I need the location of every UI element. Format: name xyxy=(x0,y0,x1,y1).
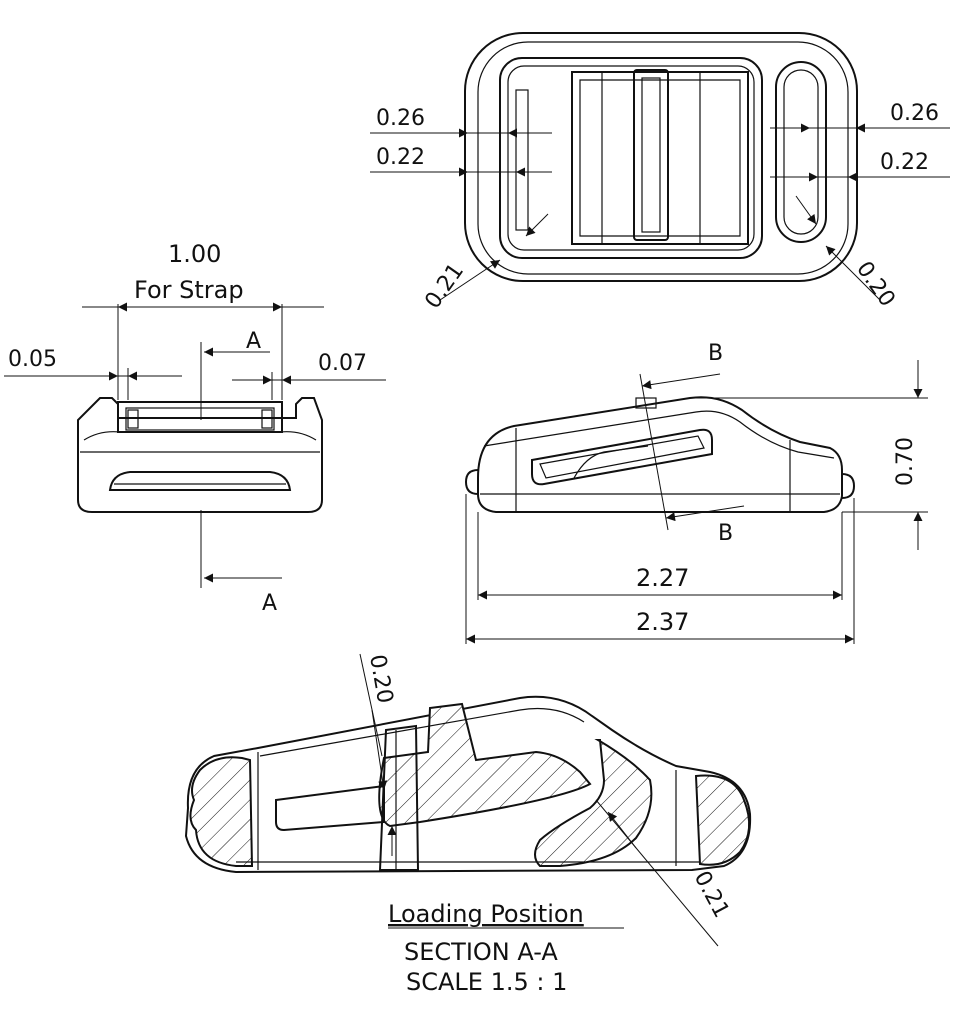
caption-scale: SCALE 1.5 : 1 xyxy=(406,968,567,996)
caption-section: SECTION A-A xyxy=(404,938,558,966)
top-view-outer-body-inner-edge xyxy=(477,41,849,275)
dim-top-right-outer: 0.26 xyxy=(890,101,939,126)
section-label-a-top: A xyxy=(246,329,261,354)
side-view-body-top-edge xyxy=(483,410,835,459)
section-label-a-bottom: A xyxy=(262,591,277,616)
section-lever-hatch xyxy=(378,702,592,828)
top-view-center-tab-inner xyxy=(641,77,661,233)
top-view-slot xyxy=(775,61,827,243)
side-view-left-nub xyxy=(464,469,479,495)
side-view-lever-hook xyxy=(573,445,649,479)
side-view-window-inner xyxy=(539,435,705,479)
dim-top-left-outer: 0.26 xyxy=(376,106,425,131)
section-right-end-hatch xyxy=(694,774,751,866)
section-label-b-top: B xyxy=(708,341,723,366)
dim-strap-width: 1.00 xyxy=(168,240,221,268)
caption-title: Loading Position xyxy=(388,900,584,928)
section-left-end-hatch xyxy=(189,756,254,867)
top-view-lever xyxy=(571,71,749,245)
section-label-b-bottom: B xyxy=(718,521,733,546)
section-view: 0.20 0.21 xyxy=(184,653,752,947)
section-view-outline xyxy=(184,695,752,874)
section-center-tab xyxy=(378,724,420,871)
section-inner-top-line xyxy=(259,707,585,757)
top-view-frame-opening xyxy=(499,57,763,259)
dim-strap-note: For Strap xyxy=(134,276,244,304)
dim-left-gap: 0.05 xyxy=(8,347,57,372)
dim-height: 0.70 xyxy=(893,437,918,486)
front-view-lower-lip xyxy=(108,471,292,491)
dim-section-right: 0.21 xyxy=(689,867,734,922)
top-view-center-tab xyxy=(633,69,669,241)
top-view-left-bar xyxy=(515,89,529,231)
dim-top-radius-left: 0.21 xyxy=(420,259,469,313)
section-caption: Loading Position SECTION A-A SCALE 1.5 :… xyxy=(388,900,624,996)
front-view-strap-slot-inner xyxy=(125,407,275,431)
top-view-frame-opening-inner xyxy=(507,65,755,251)
dim-inner-length: 2.27 xyxy=(636,564,689,592)
section-hook-hatch xyxy=(534,739,653,867)
top-view-outer-body xyxy=(464,32,858,282)
front-view-strap-slot xyxy=(117,401,283,433)
dim-top-radius-right: 0.20 xyxy=(851,257,900,311)
side-view-window xyxy=(531,428,713,486)
top-view: 0.26 0.22 0.26 0.22 0.21 0.20 xyxy=(370,32,950,313)
top-view-lever-edge xyxy=(579,79,741,237)
dim-right-gap: 0.07 xyxy=(318,351,367,376)
front-view: A A 1.00 For Strap 0.05 0.07 xyxy=(4,240,386,616)
front-view-left-tab xyxy=(127,409,139,429)
dim-top-left-inner: 0.22 xyxy=(376,145,425,170)
dim-top-right-inner: 0.22 xyxy=(880,150,929,175)
section-window xyxy=(275,784,385,832)
side-view: B B 0.70 2.27 2.37 xyxy=(464,341,928,644)
front-view-body xyxy=(77,397,323,513)
side-view-body xyxy=(477,396,843,513)
side-view-right-nub xyxy=(841,473,856,499)
dim-overall-length: 2.37 xyxy=(636,608,689,636)
front-view-right-tab xyxy=(261,409,273,429)
top-view-slot-inner xyxy=(783,69,819,235)
